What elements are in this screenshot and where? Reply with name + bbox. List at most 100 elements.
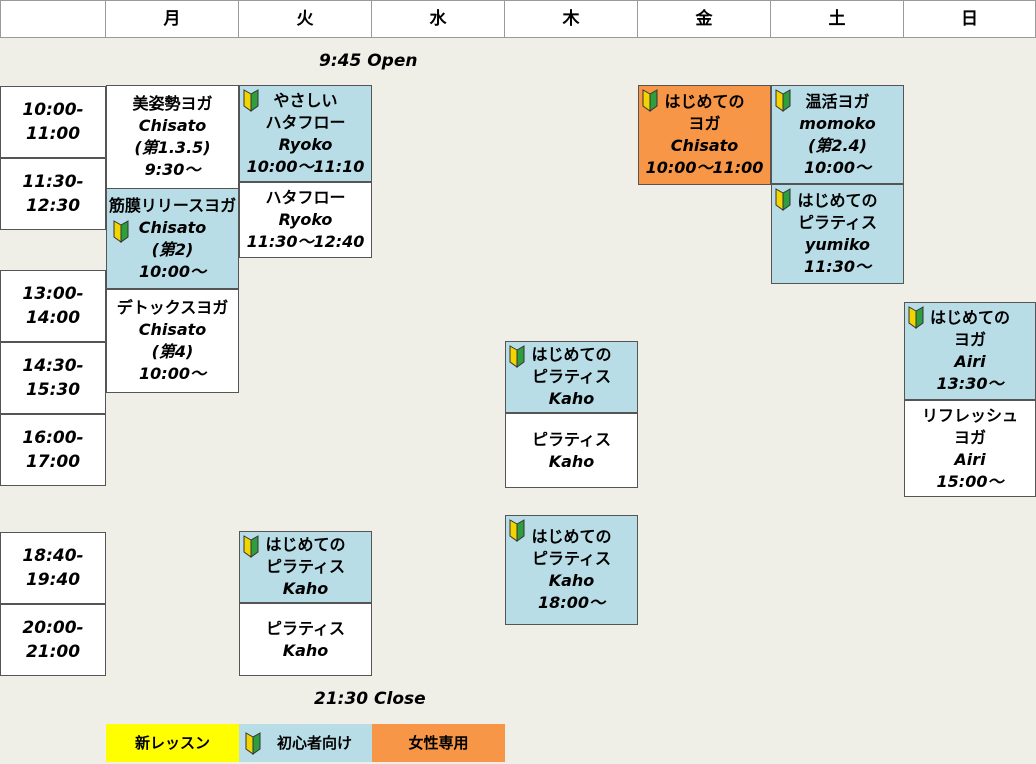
class-name: デトックスヨガ [116,298,229,317]
time-slot-end: 14:00 [25,308,81,328]
time-slot: 13:00- 14:00 [0,270,106,342]
close-time-label: 21:30 Close [314,689,426,709]
beginner-leaf-icon [509,519,525,542]
time-slot-start: 13:00- [22,284,84,304]
class-detail: ピラティス [531,367,612,386]
legend-label: 女性専用 [408,734,469,752]
day-header-1: 月 [106,0,239,38]
class-name: ピラティス [265,618,346,638]
beginner-leaf-icon [775,188,791,211]
beginner-leaf-icon [509,345,525,368]
class-detail: Kaho [282,579,329,598]
class-detail: ピラティス [531,549,612,568]
class-detail: 9:30～ [144,160,201,179]
time-slot-end: 19:40 [25,570,81,590]
legend-item: 新レッスン [106,724,239,762]
class-name: 温活ヨガ [805,91,870,111]
class-name: はじめての [797,191,878,210]
class-detail: 10:00～11:00 [645,158,764,177]
beginner-leaf-icon [775,89,791,112]
class-name: やさしい [273,90,338,110]
class-detail: yumiko [804,235,871,254]
class-detail: Chisato [138,320,207,339]
class-cell[interactable]: 美姿勢ヨガ Chisato (第1.3.5) 9:30～ [106,85,239,189]
class-detail: Airi [954,352,986,371]
beginner-leaf-icon [245,732,261,755]
time-slot: 11:30-12:30 [0,158,106,230]
class-cell[interactable]: はじめてのピラティス Kaho [505,341,638,413]
class-detail: ヨガ [688,114,721,133]
open-time-label: 9:45 Open [319,51,418,71]
class-name: ハタフロー [265,188,346,207]
class-detail: Kaho [548,571,595,590]
class-detail: Chisato [138,116,207,135]
time-slot-end: 15:30 [25,380,81,400]
time-slot-end: 12:30 [25,196,81,216]
class-detail: Kaho [548,389,595,408]
time-slot-start: 16:00- [22,428,84,448]
class-detail: momoko [799,113,876,133]
beginner-leaf-icon [113,220,129,243]
class-detail: ハタフロー [265,112,346,132]
class-detail: 18:00～ [538,593,605,612]
beginner-leaf-icon [243,535,259,558]
time-slot: 10:00- 11:00 [0,86,106,158]
day-header-7: 日 [904,0,1036,38]
time-slot: 14:30-15:30 [0,342,106,414]
legend-item: 初心者向け [239,724,372,762]
day-header-3: 水 [372,0,505,38]
class-name: 美姿勢ヨガ [132,94,213,113]
time-slot: 20:00- 21:00 [0,604,106,676]
beginner-leaf-icon [908,306,924,329]
class-name: はじめての [531,345,612,364]
day-header-2: 火 [239,0,372,38]
class-name: ピラティス [531,429,612,449]
class-detail: (第2.4) [808,135,867,155]
class-detail: (第1.3.5) [134,138,211,157]
class-detail: 11:30～12:40 [246,232,365,251]
class-detail: Airi [954,449,986,469]
class-detail: ピラティス [265,557,346,576]
class-detail: 10:00～11:10 [246,156,365,176]
class-detail: 10:00～ [804,157,871,177]
class-detail: Ryoko [278,134,333,154]
class-name: はじめての [265,535,346,554]
time-slot-start: 10:00- [22,100,84,120]
beginner-leaf-icon [642,89,658,112]
class-name: 筋膜リリースヨガ [108,195,237,215]
header-corner [0,0,106,38]
class-detail: ヨガ [953,330,986,349]
time-slot-start: 18:40- [22,546,84,566]
class-name: はじめての [929,308,1010,327]
class-detail: (第2) [151,239,194,259]
time-slot-end: 11:00 [25,124,81,144]
class-cell[interactable]: はじめてのピラティス Kaho [239,531,372,603]
class-detail: 10:00～ [139,364,206,383]
class-name: はじめての [531,527,612,546]
time-slot-end: 21:00 [25,642,81,662]
day-header-4: 木 [505,0,638,38]
day-header-5: 金 [638,0,771,38]
class-detail: ピラティス [797,213,878,232]
legend-item: 女性専用 [372,724,505,762]
time-slot-start: 20:00- [22,618,84,638]
time-slot: 16:00-17:00 [0,414,106,486]
class-detail: 15:00～ [936,471,1004,491]
class-detail: Chisato [670,136,739,155]
class-detail: 10:00～ [139,261,206,281]
beginner-leaf-icon [243,89,259,112]
class-cell[interactable]: はじめてのピラティス Kaho 18:00～ [505,515,638,625]
class-detail: Kaho [282,640,329,660]
